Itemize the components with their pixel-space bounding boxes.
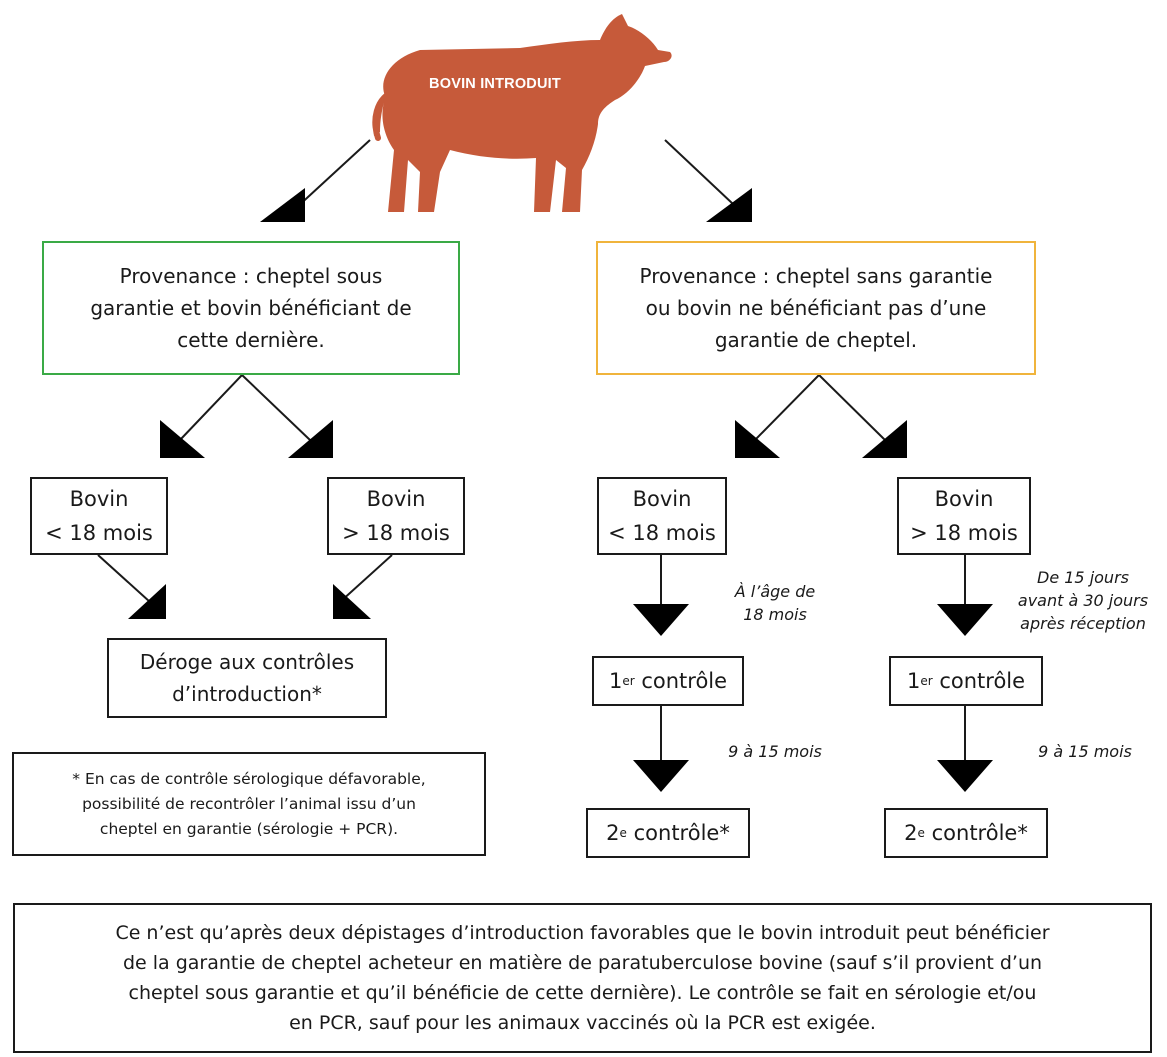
timing-young-line-1: À l’âge de bbox=[734, 582, 816, 601]
age-right-young-line-2: < 18 mois bbox=[608, 521, 716, 545]
second-control-old-word: contrôle* bbox=[924, 821, 1028, 845]
age-box-right-old: Bovin > 18 mois bbox=[897, 477, 1031, 555]
first-control-old-number: 1 bbox=[906, 669, 921, 693]
age-left-old-line-1: Bovin bbox=[366, 487, 426, 511]
second-control-young-number: 2 bbox=[606, 821, 620, 845]
cow-tail bbox=[372, 89, 395, 141]
arrowhead-right-old bbox=[862, 420, 907, 458]
timing-old-line-3: après réception bbox=[1020, 614, 1146, 633]
arrowhead-left-young bbox=[160, 420, 205, 458]
arrow-line-left-old bbox=[241, 374, 311, 441]
arrowhead-old-first bbox=[937, 604, 993, 636]
arrow-line-old-derogation bbox=[339, 554, 393, 603]
provenance-left-line-3: cette dernière. bbox=[177, 328, 325, 352]
arrowhead-left-old bbox=[288, 420, 333, 458]
conclusion-line-1: Ce n’est qu’après deux dépistages d’intr… bbox=[115, 922, 1050, 944]
arrow-line-right-old bbox=[818, 374, 886, 441]
arrow-line-right-young bbox=[754, 374, 820, 441]
conclusion-line-4: en PCR, sauf pour les animaux vaccinés o… bbox=[289, 1012, 876, 1034]
timing-old-line-1: De 15 jours bbox=[1037, 568, 1129, 587]
age-left-young-line-1: Bovin bbox=[69, 487, 129, 511]
interval-old-text: 9 à 15 mois bbox=[1038, 742, 1132, 761]
arrowhead-young-second bbox=[633, 760, 689, 792]
interval-young-text: 9 à 15 mois bbox=[728, 742, 822, 761]
age-box-left-young: Bovin < 18 mois bbox=[30, 477, 168, 555]
derogation-line-1: Déroge aux contrôles bbox=[139, 650, 355, 674]
footnote-line-2: possibilité de recontrôler l’animal issu… bbox=[82, 794, 416, 813]
second-control-old-number: 2 bbox=[904, 821, 918, 845]
cow-body bbox=[373, 14, 672, 212]
arrow-line-left-young bbox=[179, 374, 243, 441]
timing-label-old: De 15 jours avant à 30 jours après récep… bbox=[1003, 566, 1163, 635]
age-left-old-line-2: > 18 mois bbox=[342, 521, 450, 545]
age-box-right-young: Bovin < 18 mois bbox=[597, 477, 727, 555]
provenance-box-left: Provenance : cheptel sous garantie et bo… bbox=[42, 241, 460, 375]
derogation-line-2: d’introduction* bbox=[172, 682, 322, 706]
conclusion-line-2: de la garantie de cheptel acheteur en ma… bbox=[122, 952, 1043, 974]
provenance-left-line-1: Provenance : cheptel sous bbox=[119, 264, 383, 288]
arrowhead-young-derogation bbox=[128, 584, 166, 619]
provenance-left-line-2: garantie et bovin bénéficiant de bbox=[90, 296, 412, 320]
conclusion-line-3: cheptel sous garantie et qu’il bénéficie… bbox=[128, 982, 1037, 1004]
conclusion-box: Ce n’est qu’après deux dépistages d’intr… bbox=[13, 903, 1152, 1053]
provenance-right-line-3: garantie de cheptel. bbox=[714, 328, 918, 352]
derogation-box: Déroge aux contrôles d’introduction* bbox=[107, 638, 387, 718]
arrowhead-cow-left bbox=[260, 188, 305, 222]
first-control-young-word: contrôle bbox=[634, 669, 728, 693]
timing-old-line-2: avant à 30 jours bbox=[1017, 591, 1149, 610]
age-box-left-old: Bovin > 18 mois bbox=[327, 477, 465, 555]
footnote-line-3: cheptel en garantie (sérologie + PCR). bbox=[99, 819, 399, 838]
age-right-old-line-1: Bovin bbox=[934, 487, 994, 511]
age-right-young-line-1: Bovin bbox=[632, 487, 692, 511]
age-right-old-line-2: > 18 mois bbox=[910, 521, 1018, 545]
provenance-box-right: Provenance : cheptel sans garantie ou bo… bbox=[596, 241, 1036, 375]
provenance-right-line-2: ou bovin ne bénéficiant pas d’une bbox=[645, 296, 987, 320]
interval-label-old: 9 à 15 mois bbox=[1010, 740, 1160, 763]
interval-label-young: 9 à 15 mois bbox=[700, 740, 850, 763]
arrowhead-old-second bbox=[937, 760, 993, 792]
arrow-line-young-derogation bbox=[97, 554, 151, 603]
first-control-old-word: contrôle bbox=[932, 669, 1026, 693]
first-control-young-number: 1 bbox=[608, 669, 623, 693]
arrowhead-cow-right bbox=[706, 188, 752, 222]
provenance-right-line-1: Provenance : cheptel sans garantie bbox=[639, 264, 993, 288]
cow-silhouette: BOVIN INTRODUIT bbox=[372, 14, 672, 212]
timing-young-line-2: 18 mois bbox=[743, 605, 807, 624]
arrowhead-young-first bbox=[633, 604, 689, 636]
second-control-young-word: contrôle* bbox=[626, 821, 730, 845]
timing-label-young: À l’âge de 18 mois bbox=[700, 580, 850, 626]
footnote-box: * En cas de contrôle sérologique défavor… bbox=[12, 752, 486, 856]
footnote-line-1: * En cas de contrôle sérologique défavor… bbox=[72, 769, 426, 788]
age-left-young-line-2: < 18 mois bbox=[45, 521, 153, 545]
arrowhead-old-derogation bbox=[333, 584, 371, 619]
arrowhead-right-young bbox=[735, 420, 780, 458]
cow-title: BOVIN INTRODUIT bbox=[429, 76, 561, 92]
